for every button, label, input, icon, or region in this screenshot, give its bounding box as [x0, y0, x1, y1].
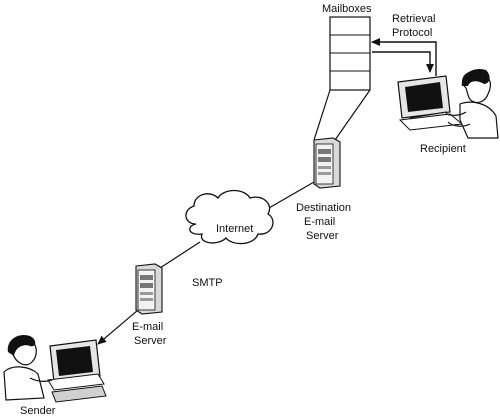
- sender-computer-icon: [47, 339, 107, 403]
- destination-server-label-line1: Destination: [296, 202, 351, 214]
- mailbox-funnel: [313, 89, 371, 141]
- email-server-label-line1: E-mail: [132, 321, 163, 333]
- destination-server-label-line3: Server: [306, 230, 339, 242]
- internet-label: Internet: [216, 223, 253, 235]
- recipient-computer-icon: [397, 75, 464, 131]
- email-server-label-line2: Server: [134, 335, 167, 347]
- email-server-icon: [135, 263, 163, 315]
- retrieval-protocol-label-line1: Retrieval: [392, 13, 435, 25]
- network-links: [97, 181, 315, 345]
- destination-server-label-line2: E-mail: [304, 216, 335, 228]
- internet-cloud-icon: [185, 189, 274, 245]
- retrieval-protocol-label-line2: Protocol: [392, 27, 432, 39]
- sender-label: Sender: [20, 405, 56, 417]
- mailboxes-label: Mailboxes: [322, 3, 372, 15]
- sender-person-icon: [3, 334, 53, 401]
- destination-server-icon: [313, 137, 341, 189]
- recipient-label: Recipient: [420, 143, 466, 155]
- retrieval-arrows: [371, 38, 437, 76]
- mailboxes-stack-icon: [329, 16, 371, 91]
- smtp-label: SMTP: [192, 277, 223, 289]
- recipient-person-icon: [445, 68, 499, 139]
